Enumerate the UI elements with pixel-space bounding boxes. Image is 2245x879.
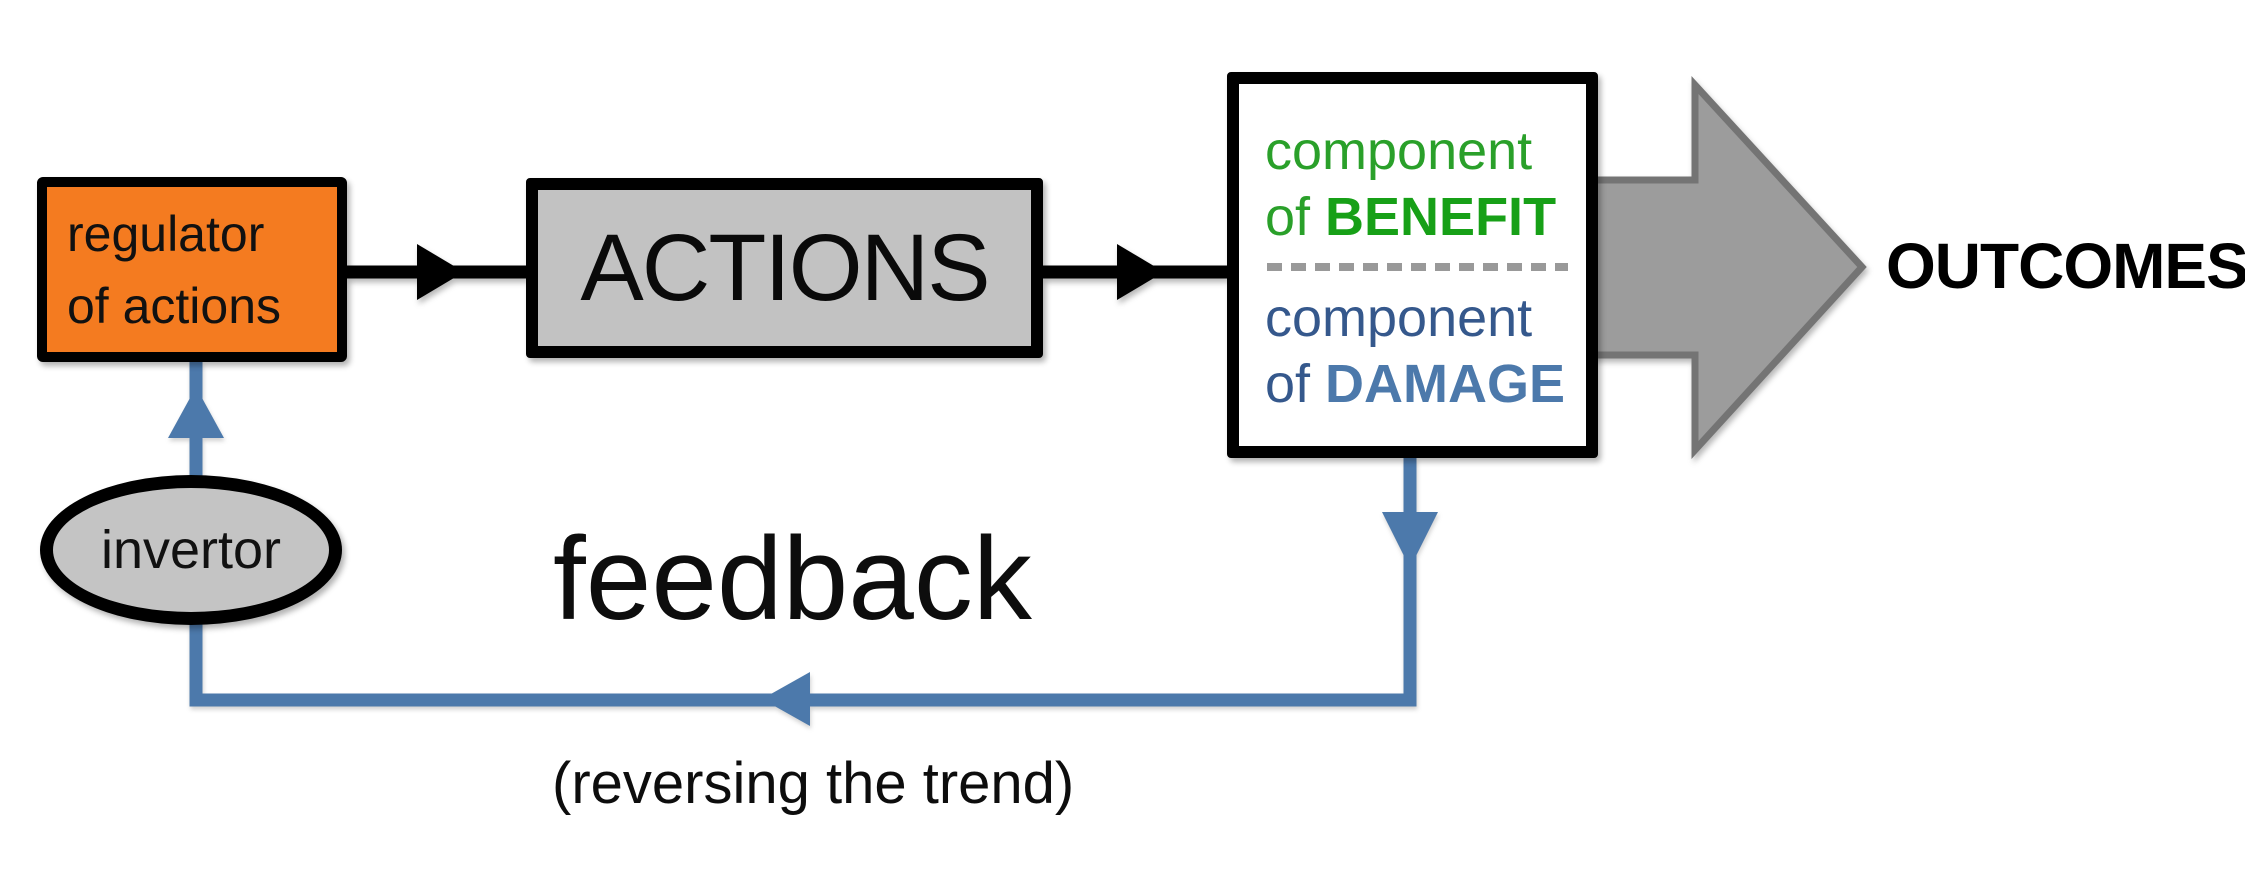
flow-arrow-actions-to-components (1043, 244, 1227, 300)
damage-line1: component (1265, 287, 1533, 348)
outcomes-arrow-icon (1556, 76, 1867, 460)
outcomes-arrow-shape (1556, 76, 1867, 460)
regulator-label-line1: regulator (67, 205, 265, 262)
outcomes-label: OUTCOMES (1886, 230, 2245, 302)
damage-line2: of DAMAGE (1265, 351, 1578, 417)
up-arrowhead-icon (168, 387, 224, 438)
feedback-note-label: (reversing the trend) (552, 751, 1075, 816)
benefit-line2-prefix: of (1265, 186, 1326, 247)
benefit-line1: component (1265, 120, 1533, 181)
benefit-damage-divider (1267, 263, 1568, 271)
right-arrowhead-icon (417, 244, 464, 300)
benefit-line2: of BENEFIT (1265, 184, 1578, 250)
actions-node: ACTIONS (526, 178, 1043, 358)
component-node: component of BENEFIT component of DAMAGE (1227, 72, 1598, 458)
down-arrowhead-icon (1382, 512, 1438, 568)
damage-section: component of DAMAGE (1265, 273, 1578, 428)
damage-line2-emphasis: DAMAGE (1325, 353, 1566, 414)
actions-label: ACTIONS (580, 214, 990, 321)
damage-line2-prefix: of (1265, 353, 1326, 414)
invertor-label: invertor (100, 520, 282, 580)
invertor-node: invertor (40, 475, 342, 625)
regulator-of-actions-node: regulator of actions (37, 177, 347, 362)
benefit-section: component of BENEFIT (1265, 106, 1578, 261)
left-arrowhead-icon (762, 672, 810, 726)
feedback-label: feedback (553, 513, 1032, 645)
flow-arrow-regulator-to-actions (347, 244, 526, 300)
right-arrowhead-icon (1117, 244, 1164, 300)
benefit-line2-emphasis: BENEFIT (1325, 186, 1557, 247)
regulator-label-line2: of actions (67, 277, 282, 334)
